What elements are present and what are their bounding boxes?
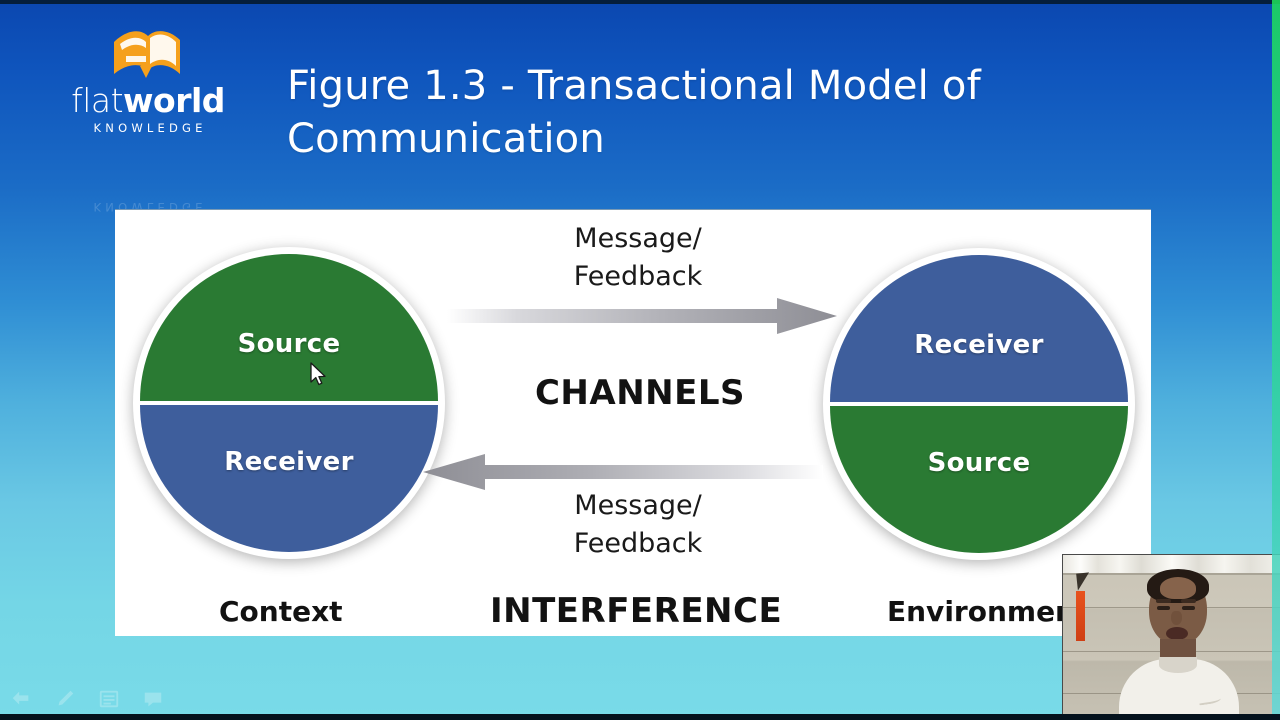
right-circle-top-label: Receiver	[914, 330, 1044, 360]
right-circle-bottom-half: Source	[830, 406, 1128, 553]
message-feedback-arrow-left	[423, 452, 823, 492]
flatworld-logo: flatworld KNOWLEDGE	[48, 26, 248, 151]
message-feedback-bottom-line1: Message/	[574, 490, 702, 521]
right-communicator-circle: Receiver Source	[823, 248, 1135, 560]
message-feedback-top-line2: Feedback	[573, 261, 703, 292]
pen-icon[interactable]	[52, 688, 78, 710]
presenter-webcam-overlay[interactable]	[1062, 554, 1280, 714]
message-feedback-label-top: Message/ Feedback	[523, 220, 753, 296]
logo-word-world: world	[123, 81, 225, 120]
right-circle-top-half: Receiver	[830, 255, 1128, 402]
slide-title: Figure 1.3 - Transactional Model of Comm…	[287, 63, 981, 162]
video-top-letterbox	[0, 0, 1280, 4]
interference-label: INTERFERENCE	[490, 591, 783, 631]
left-communicator-circle: Source Receiver	[133, 247, 445, 559]
orange-warning-tag	[1076, 591, 1085, 641]
right-circle-bottom-label: Source	[927, 448, 1031, 478]
logo-wordmark: flatworld	[48, 84, 248, 117]
message-feedback-top-line1: Message/	[574, 223, 702, 254]
message-feedback-arrow-right	[447, 296, 837, 336]
presenter-mouth	[1166, 627, 1188, 640]
logo-word-flat: flat	[71, 81, 124, 120]
message-feedback-label-bottom: Message/ Feedback	[523, 487, 753, 563]
back-arrow-icon[interactable]	[8, 688, 34, 710]
presentation-toolbar	[8, 688, 166, 710]
comment-icon[interactable]	[140, 688, 166, 710]
open-book-icon	[114, 31, 180, 78]
left-circle-bottom-label: Receiver	[224, 447, 354, 477]
presenter-brow-left	[1156, 599, 1171, 603]
presenter-brow-right	[1181, 599, 1196, 603]
video-bottom-letterbox	[0, 714, 1280, 720]
garage-bracket	[1076, 572, 1091, 591]
presenter-eye-right	[1182, 606, 1195, 610]
environment-label: Environment	[887, 595, 1089, 628]
logo-reflection: flatworld KNOWLEDGE	[48, 151, 248, 217]
channels-label: CHANNELS	[534, 373, 745, 413]
left-circle-top-half: Source	[140, 254, 438, 401]
context-label: Context	[219, 595, 343, 628]
video-right-edge-artifact	[1272, 0, 1280, 714]
left-circle-top-label: Source	[237, 329, 341, 359]
logo-subtitle: KNOWLEDGE	[93, 121, 207, 135]
presenter-forehead	[1160, 577, 1196, 599]
presenter-shirt-collar	[1159, 657, 1197, 673]
diagram-panel: Source Receiver Receiver Source	[115, 209, 1151, 636]
left-circle-bottom-half: Receiver	[140, 405, 438, 552]
menu-icon[interactable]	[96, 688, 122, 710]
message-feedback-bottom-line2: Feedback	[573, 528, 703, 559]
presenter-eye-left	[1157, 606, 1170, 610]
presenter-nose	[1171, 611, 1182, 625]
